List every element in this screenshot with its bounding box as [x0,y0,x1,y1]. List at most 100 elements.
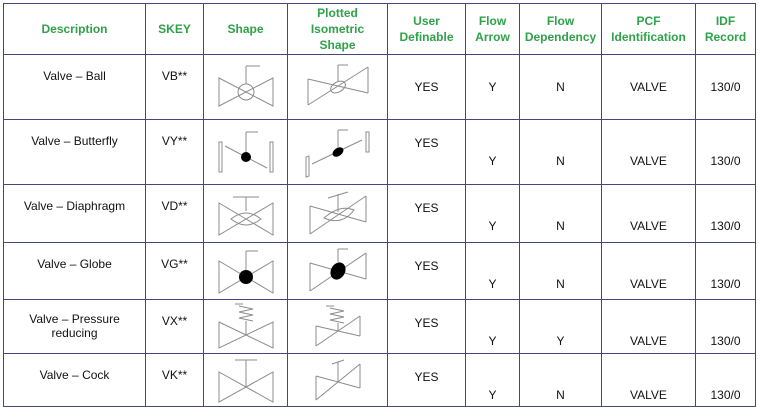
plotted-shape-cell [287,119,388,185]
cock-valve-icon [218,359,273,403]
user-definable-cell: YES [387,353,466,407]
header-pcf-line1: PCF [636,14,661,28]
shape-cell [203,54,288,120]
flow-dependency-cell: Y [519,299,602,354]
description-cell: Valve – Globe [3,242,146,300]
header-pcf-identification: PCF Identification [601,3,696,55]
user-definable-cell: YES [387,184,466,243]
idf-record-cell: 130/0 [695,184,756,243]
idf-record-cell: 130/0 [695,54,756,120]
pcf-identification-cell: VALVE [601,54,696,120]
shape-cell [203,299,288,354]
header-user-line1: User [413,14,440,28]
shape-cell [203,119,288,185]
header-shape: Shape [203,3,288,55]
header-plotted-line3: Shape [319,38,356,52]
butterfly-valve-icon [218,131,273,173]
plotted-shape-cell [287,184,388,243]
header-flowarrow-line1: Flow [478,14,507,28]
description-cell: Valve – Cock [3,353,146,407]
table-row: Valve – Pressure reducing VX** YES Y Y V… [3,299,756,354]
diaphragm-valve-icon [218,196,273,236]
header-flowdep-line2: Dependency [524,30,597,44]
header-pcf-line2: Identification [611,30,686,44]
plotted-shape-cell [287,299,388,354]
valve-skey-table: Description SKEY Shape Plotted Isometric… [3,3,756,407]
header-idf-record: IDF Record [695,3,756,55]
idf-record-cell: 130/0 [695,242,756,300]
description-line1: Valve – Cock [39,368,110,382]
butterfly-valve-isometric-icon [305,129,369,178]
flow-arrow-cell: Y [465,242,520,300]
ball-valve-icon [218,65,273,107]
header-idf-line1: IDF [715,14,736,28]
description-cell: Valve – Pressure reducing [3,299,146,354]
skey-cell: VK** [145,353,204,407]
header-skey: SKEY [145,3,204,55]
plotted-shape-cell [287,353,388,407]
cock-valve-isometric-icon [315,359,360,401]
pressure-reducing-valve-icon [218,303,273,349]
description-line1: Valve – Diaphragm [23,199,126,213]
ball-valve-isometric-icon [307,64,368,106]
shape-cell [203,353,288,407]
skey-cell: VB** [145,54,204,120]
description-line1: Valve – Globe [37,257,112,271]
plotted-shape-cell [287,54,388,120]
flow-dependency-cell: N [519,119,602,185]
flow-dependency-cell: N [519,54,602,120]
pcf-identification-cell: VALVE [601,119,696,185]
flow-arrow-cell: Y [465,299,520,354]
skey-cell: VG** [145,242,204,300]
pressure-reducing-valve-isometric-icon [315,305,360,346]
header-description: Description [3,3,146,55]
flow-arrow-cell: Y [465,54,520,120]
description-cell: Valve – Butterfly [3,119,146,185]
diaphragm-valve-isometric-icon [309,191,366,234]
description-line1: Valve – Butterfly [31,134,118,148]
flow-dependency-cell: N [519,242,602,300]
shape-cell [203,184,288,243]
idf-record-cell: 130/0 [695,119,756,185]
header-plotted-line1: Plotted [317,6,358,20]
description-line2: reducing [51,326,98,340]
description-cell: Valve – Ball [3,54,146,120]
pcf-identification-cell: VALVE [601,242,696,300]
header-user-definable: User Definable [387,3,466,55]
skey-cell: VX** [145,299,204,354]
table-row: Valve – Butterfly VY** YES Y N VALVE 130… [3,119,756,185]
user-definable-cell: YES [387,119,466,185]
pcf-identification-cell: VALVE [601,184,696,243]
pcf-identification-cell: VALVE [601,353,696,407]
flow-arrow-cell: Y [465,119,520,185]
user-definable-cell: YES [387,242,466,300]
flow-arrow-cell: Y [465,353,520,407]
header-user-line2: Definable [399,30,454,44]
description-line1: Valve – Ball [43,69,106,83]
table-row: Valve – Ball VB** YES Y N VALVE 130/0 [3,54,756,120]
skey-cell: VY** [145,119,204,185]
plotted-shape-cell [287,242,388,300]
header-flow-arrow: Flow Arrow [465,3,520,55]
flow-arrow-cell: Y [465,184,520,243]
header-flowdep-line1: Flow [546,14,575,28]
user-definable-cell: YES [387,299,466,354]
header-plotted-isometric-shape: Plotted Isometric Shape [287,3,388,55]
header-idf-line2: Record [704,30,747,44]
idf-record-cell: 130/0 [695,299,756,354]
pcf-identification-cell: VALVE [601,299,696,354]
flow-dependency-cell: N [519,353,602,407]
globe-valve-icon [218,250,273,294]
header-flow-dependency: Flow Dependency [519,3,602,55]
globe-valve-isometric-icon [309,248,366,292]
header-plotted-line2: Isometric [310,22,365,36]
description-line1: Valve – Pressure [29,312,120,326]
skey-cell: VD** [145,184,204,243]
description-cell: Valve – Diaphragm [3,184,146,243]
user-definable-cell: YES [387,54,466,120]
shape-cell [203,242,288,300]
flow-dependency-cell: N [519,184,602,243]
table-row: Valve – Cock VK** YES Y N VALVE 130/0 [3,353,756,407]
header-flowarrow-line2: Arrow [475,30,510,44]
table-row: Valve – Globe VG** YES Y N VALVE 130/0 [3,242,756,300]
